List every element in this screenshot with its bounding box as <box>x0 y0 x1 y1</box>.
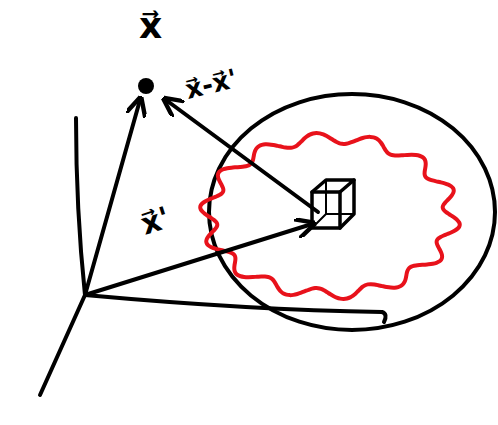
charge-region <box>200 133 460 299</box>
field-point <box>138 78 154 94</box>
source-label: x⃗' <box>134 199 177 241</box>
separation-label: x⃗-x⃗' <box>179 63 242 105</box>
separation-vector <box>166 100 318 212</box>
z-axis <box>76 118 85 295</box>
source-vector <box>85 224 312 295</box>
volume-element <box>312 180 354 228</box>
field-point-label: x⃗ <box>136 6 165 46</box>
x-axis <box>40 295 85 395</box>
field-vector <box>85 100 140 295</box>
